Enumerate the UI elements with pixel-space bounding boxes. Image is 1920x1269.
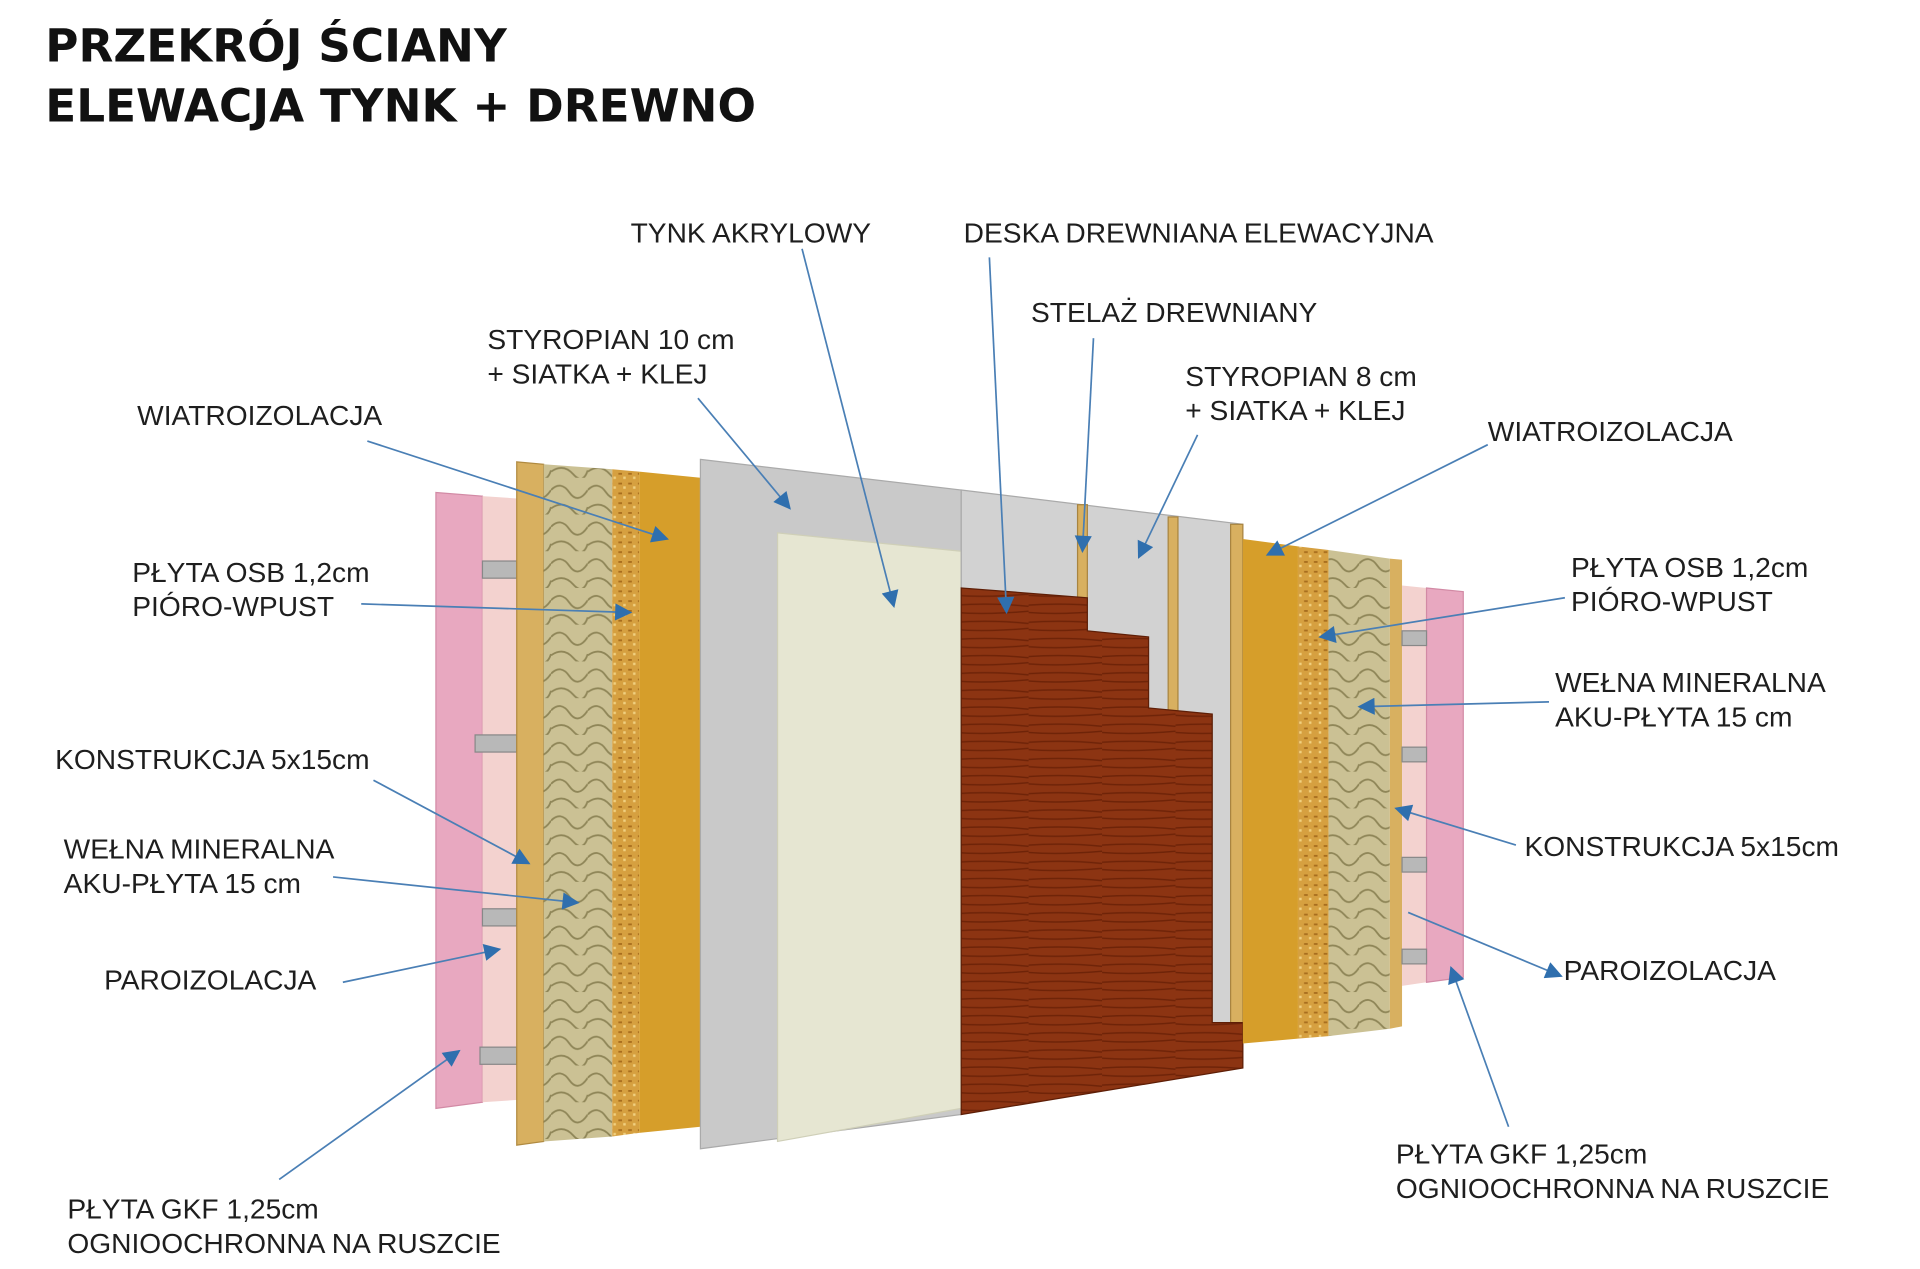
label-tynk: TYNK AKRYLOWY xyxy=(631,218,872,249)
label-wiatro-right: WIATROIZOLACJA xyxy=(1488,416,1733,447)
arrow-konstr-right xyxy=(1394,804,1517,846)
arrow-wiatro-right xyxy=(1265,443,1489,556)
layers-center xyxy=(699,458,1244,1150)
vapour-barrier-left xyxy=(482,496,520,1103)
arrow-styro10 xyxy=(697,397,791,510)
arrow-paro-left xyxy=(342,943,502,984)
label-osb-left-1: PŁYTA OSB 1,2cm xyxy=(132,557,369,588)
arrow-gkf-left xyxy=(278,1049,461,1181)
arrow-tynk xyxy=(801,248,899,608)
label-gkf-right-2: OGNIOOCHRONNA NA RUSZCIE xyxy=(1396,1173,1829,1204)
label-styro10-1: STYROPIAN 10 cm xyxy=(487,324,734,355)
vapour-barrier-right xyxy=(1402,585,1427,986)
label-deska: DESKA DREWNIANA ELEWACYJNA xyxy=(964,218,1434,249)
label-welna-left-1: WEŁNA MINERALNA xyxy=(64,834,335,865)
wooden-cladding xyxy=(960,587,1244,1116)
arrow-paro-right xyxy=(1407,911,1563,979)
label-konstr-right: KONSTRUKCJA 5x15cm xyxy=(1524,831,1839,862)
arrow-wiatro-left xyxy=(367,440,669,543)
label-styro8-2: + SIATKA + KLEJ xyxy=(1185,395,1405,426)
label-styro8-1: STYROPIAN 8 cm xyxy=(1185,361,1417,392)
layers-right xyxy=(1242,538,1464,1044)
wood-stud-left xyxy=(516,461,545,1146)
arrow-welna-left xyxy=(332,876,580,910)
label-osb-left-2: PIÓRO-WPUST xyxy=(132,591,334,622)
label-osb-right-1: PŁYTA OSB 1,2cm xyxy=(1571,552,1808,583)
acrylic-plaster xyxy=(776,532,962,1143)
title-line-1: PRZEKRÓJ ŚCIANY xyxy=(45,18,508,72)
label-welna-left-2: AKU-PŁYTA 15 cm xyxy=(64,868,301,899)
label-konstr-left: KONSTRUKCJA 5x15cm xyxy=(55,744,370,775)
label-gkf-right-1: PŁYTA GKF 1,25cm xyxy=(1396,1138,1647,1169)
arrow-osb-right xyxy=(1318,596,1566,643)
label-gkf-left-1: PŁYTA GKF 1,25cm xyxy=(67,1194,318,1225)
title-line-2: ELEWACJA TYNK + DREWNO xyxy=(45,79,756,132)
arrow-gkf-right xyxy=(1448,965,1510,1128)
label-paro-right: PAROIZOLACJA xyxy=(1564,955,1776,986)
arrow-welna-right xyxy=(1357,697,1550,715)
label-stelaz: STELAŻ DREWNIANY xyxy=(1031,297,1318,328)
gkf-board-left xyxy=(435,491,484,1110)
wind-barrier-left xyxy=(639,471,701,1133)
layers-left xyxy=(435,461,701,1146)
label-welna-right-2: AKU-PŁYTA 15 cm xyxy=(1555,701,1792,732)
labels: TYNK AKRYLOWY DESKA DREWNIANA ELEWACYJNA… xyxy=(55,218,1839,1259)
osb-board-right xyxy=(1297,546,1329,1039)
arrow-stelaz xyxy=(1074,338,1095,553)
wood-stud-right xyxy=(1389,558,1403,1029)
arrow-osb-left xyxy=(361,603,633,621)
label-welna-right-1: WEŁNA MINERALNA xyxy=(1555,667,1826,698)
wind-barrier-right xyxy=(1242,538,1298,1044)
label-styro10-2: + SIATKA + KLEJ xyxy=(487,358,707,389)
leader-arrows xyxy=(278,248,1566,1181)
label-wiatro-left: WIATROIZOLACJA xyxy=(137,400,382,431)
label-gkf-left-2: OGNIOOCHRONNA NA RUSZCIE xyxy=(67,1228,500,1259)
label-osb-right-2: PIÓRO-WPUST xyxy=(1571,586,1773,617)
label-paro-left: PAROIZOLACJA xyxy=(104,965,316,996)
osb-board-left xyxy=(612,469,640,1137)
arrow-deska xyxy=(988,257,1015,615)
furring-rails-right xyxy=(1401,630,1428,965)
arrow-konstr-left xyxy=(373,779,531,865)
mineral-wool-right xyxy=(1328,550,1390,1037)
arrow-styro8 xyxy=(1137,434,1199,559)
mineral-wool-left xyxy=(543,464,613,1142)
